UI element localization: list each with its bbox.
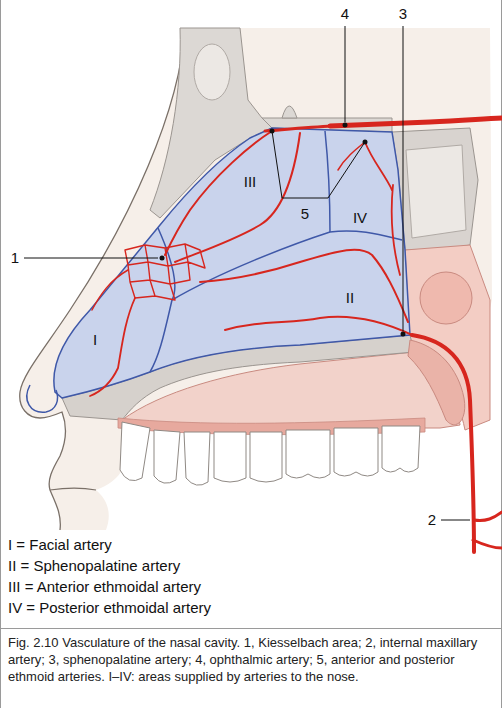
area-boundary — [325, 131, 330, 232]
tooth — [250, 432, 282, 482]
area-label: III — [242, 173, 259, 191]
callout-number: 1 — [11, 249, 19, 267]
ophthalmic-artery — [265, 126, 332, 131]
frontal-sinus — [194, 44, 230, 100]
tooth — [334, 428, 378, 476]
facial-artery-branch — [92, 270, 128, 310]
caption-rule — [0, 628, 502, 629]
area-boundary — [150, 228, 175, 372]
ophthalmic-artery — [330, 118, 502, 126]
tooth — [382, 426, 420, 472]
sphenopalatine-branch — [225, 317, 412, 335]
tooth — [214, 432, 246, 482]
sphenopalatine-branch — [392, 185, 400, 275]
artery-branch — [474, 512, 502, 521]
sphenoid-bone — [392, 128, 478, 250]
facial-artery-branch — [90, 298, 135, 396]
frame-line — [0, 0, 1, 708]
tooth — [286, 430, 330, 478]
sphenopalatine-branch — [200, 250, 408, 322]
tooth — [120, 422, 150, 481]
callout-number: 4 — [341, 5, 349, 23]
alar-cartilage — [27, 385, 58, 412]
key-line: I = Facial artery — [8, 536, 112, 554]
sphenoid-sinus — [406, 145, 466, 238]
figure-caption: Fig. 2.10 Vasculature of the nasal cavit… — [8, 634, 494, 685]
anterior-ethmoid-branch — [175, 133, 300, 262]
leader-dot — [401, 332, 406, 337]
posterior-ethmoid-branch — [365, 142, 392, 190]
soft-tissue — [20, 28, 492, 530]
callout-number: 3 — [399, 5, 407, 23]
nasal-cavity — [54, 128, 410, 398]
leader-dot — [343, 123, 348, 128]
soft-palate — [408, 340, 465, 425]
leader-dot — [160, 256, 165, 261]
leader-line — [403, 26, 404, 331]
kiesselbach-plexus — [125, 244, 205, 300]
leader-line — [24, 258, 158, 259]
callout-number: 2 — [428, 511, 436, 529]
artery-branch — [473, 540, 502, 548]
frame-line — [501, 0, 502, 708]
tooth — [184, 432, 210, 485]
leader-line — [345, 26, 346, 122]
area-label: I — [91, 331, 99, 349]
key-line: II = Sphenopalatine artery — [8, 557, 180, 575]
posterior-ethmoid-branch — [338, 142, 365, 170]
maxillary-artery — [412, 335, 474, 552]
key-line: III = Anterior ethmoidal artery — [8, 578, 201, 596]
torus-tubarius — [420, 272, 472, 324]
lip-line — [50, 488, 96, 490]
area-label: II — [344, 289, 356, 307]
leader-bracket — [272, 131, 365, 198]
crista-galli — [282, 106, 297, 118]
callout-number: 5 — [299, 205, 311, 223]
tooth — [154, 430, 180, 483]
leader-line — [441, 520, 470, 521]
leader-dot — [270, 129, 275, 134]
area-label: IV — [351, 209, 369, 227]
key-line: IV = Posterior ethmoidal artery — [8, 599, 211, 617]
anterior-ethmoid-branch — [165, 131, 272, 255]
leader-dot — [363, 140, 368, 145]
